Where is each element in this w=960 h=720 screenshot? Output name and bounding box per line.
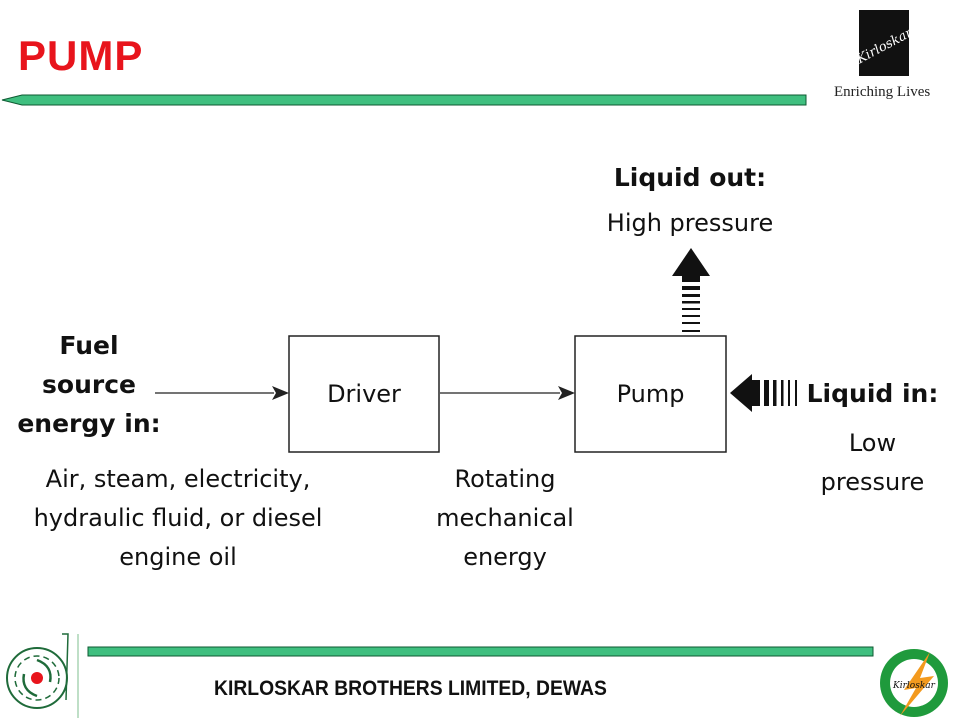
rotating-energy-line: Rotating <box>454 465 556 493</box>
rotating-energy-line: mechanical <box>436 504 574 532</box>
liquid-in-arrow <box>730 374 797 412</box>
footer-rule <box>77 634 874 718</box>
fuel-to-driver-arrow <box>155 386 289 400</box>
driver-label: Driver <box>327 380 401 408</box>
liquid-out-detail: High pressure <box>606 209 774 237</box>
power-saving-badge-icon: Kirloskar <box>880 649 948 717</box>
driver-box <box>288 335 440 453</box>
driver-to-pump-arrow <box>440 386 575 400</box>
fuel-examples: Air, steam, electricity, hydraulic fluid… <box>18 460 338 577</box>
rotating-energy-line: energy <box>463 543 547 571</box>
fuel-heading-line: energy in: <box>17 409 161 438</box>
liquid-out-heading: Liquid out: <box>613 163 767 192</box>
liquid-out-arrow <box>672 248 710 332</box>
liquid-in-detail: Low pressure <box>800 424 945 502</box>
page-title: PUMP <box>18 32 144 79</box>
fuel-heading-line: Fuel <box>59 331 119 360</box>
badge-center-text: Kirloskar <box>892 681 936 691</box>
fuel-examples-line: hydraulic fluid, or diesel <box>33 504 323 532</box>
footer-company: KIRLOSKAR BROTHERS LIMITED, DEWAS <box>214 677 607 700</box>
liquid-in-detail-line: Low <box>848 429 897 457</box>
gear-emblem-icon <box>6 633 69 709</box>
brand-tagline: Enriching Lives <box>834 84 931 100</box>
fuel-examples-line: engine oil <box>119 543 237 571</box>
fuel-heading: Fuel source energy in: <box>14 326 164 443</box>
liquid-in-detail-line: pressure <box>820 468 925 496</box>
rotating-energy-label: Rotating mechanical energy <box>420 460 590 577</box>
pump-label: Pump <box>616 380 685 408</box>
fuel-heading-line: source <box>42 370 136 399</box>
liquid-in-heading: Liquid in: <box>806 379 939 408</box>
header-rule <box>1 94 807 106</box>
fuel-examples-line: Air, steam, electricity, <box>45 465 311 493</box>
kirloskar-logo: Kirloskar <box>854 10 916 76</box>
pump-box <box>574 335 727 453</box>
